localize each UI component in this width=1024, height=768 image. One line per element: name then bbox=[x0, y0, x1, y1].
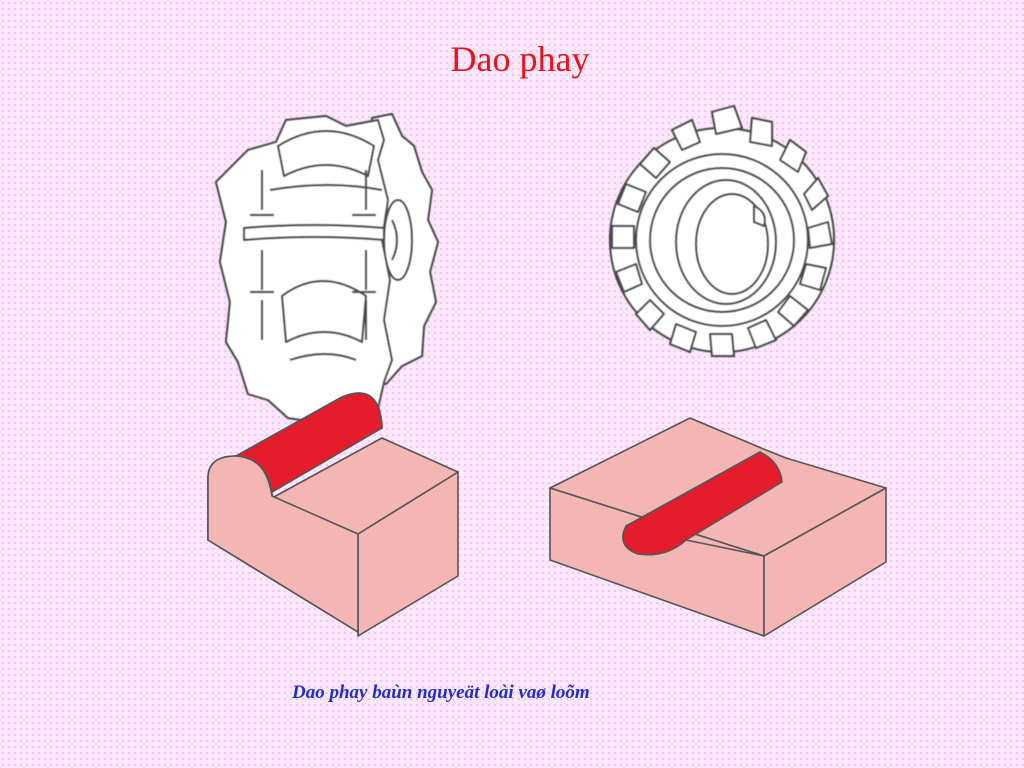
slide-title: Dao phay bbox=[450, 39, 590, 79]
figure-caption: Dao phay baùn nguyeät loài vaø loõm bbox=[292, 682, 590, 703]
convex-cutter-illustration bbox=[214, 112, 440, 426]
concave-cutter-illustration bbox=[608, 104, 836, 358]
convex-workpiece-illustration bbox=[207, 392, 459, 637]
concave-workpiece-illustration bbox=[549, 417, 887, 637]
